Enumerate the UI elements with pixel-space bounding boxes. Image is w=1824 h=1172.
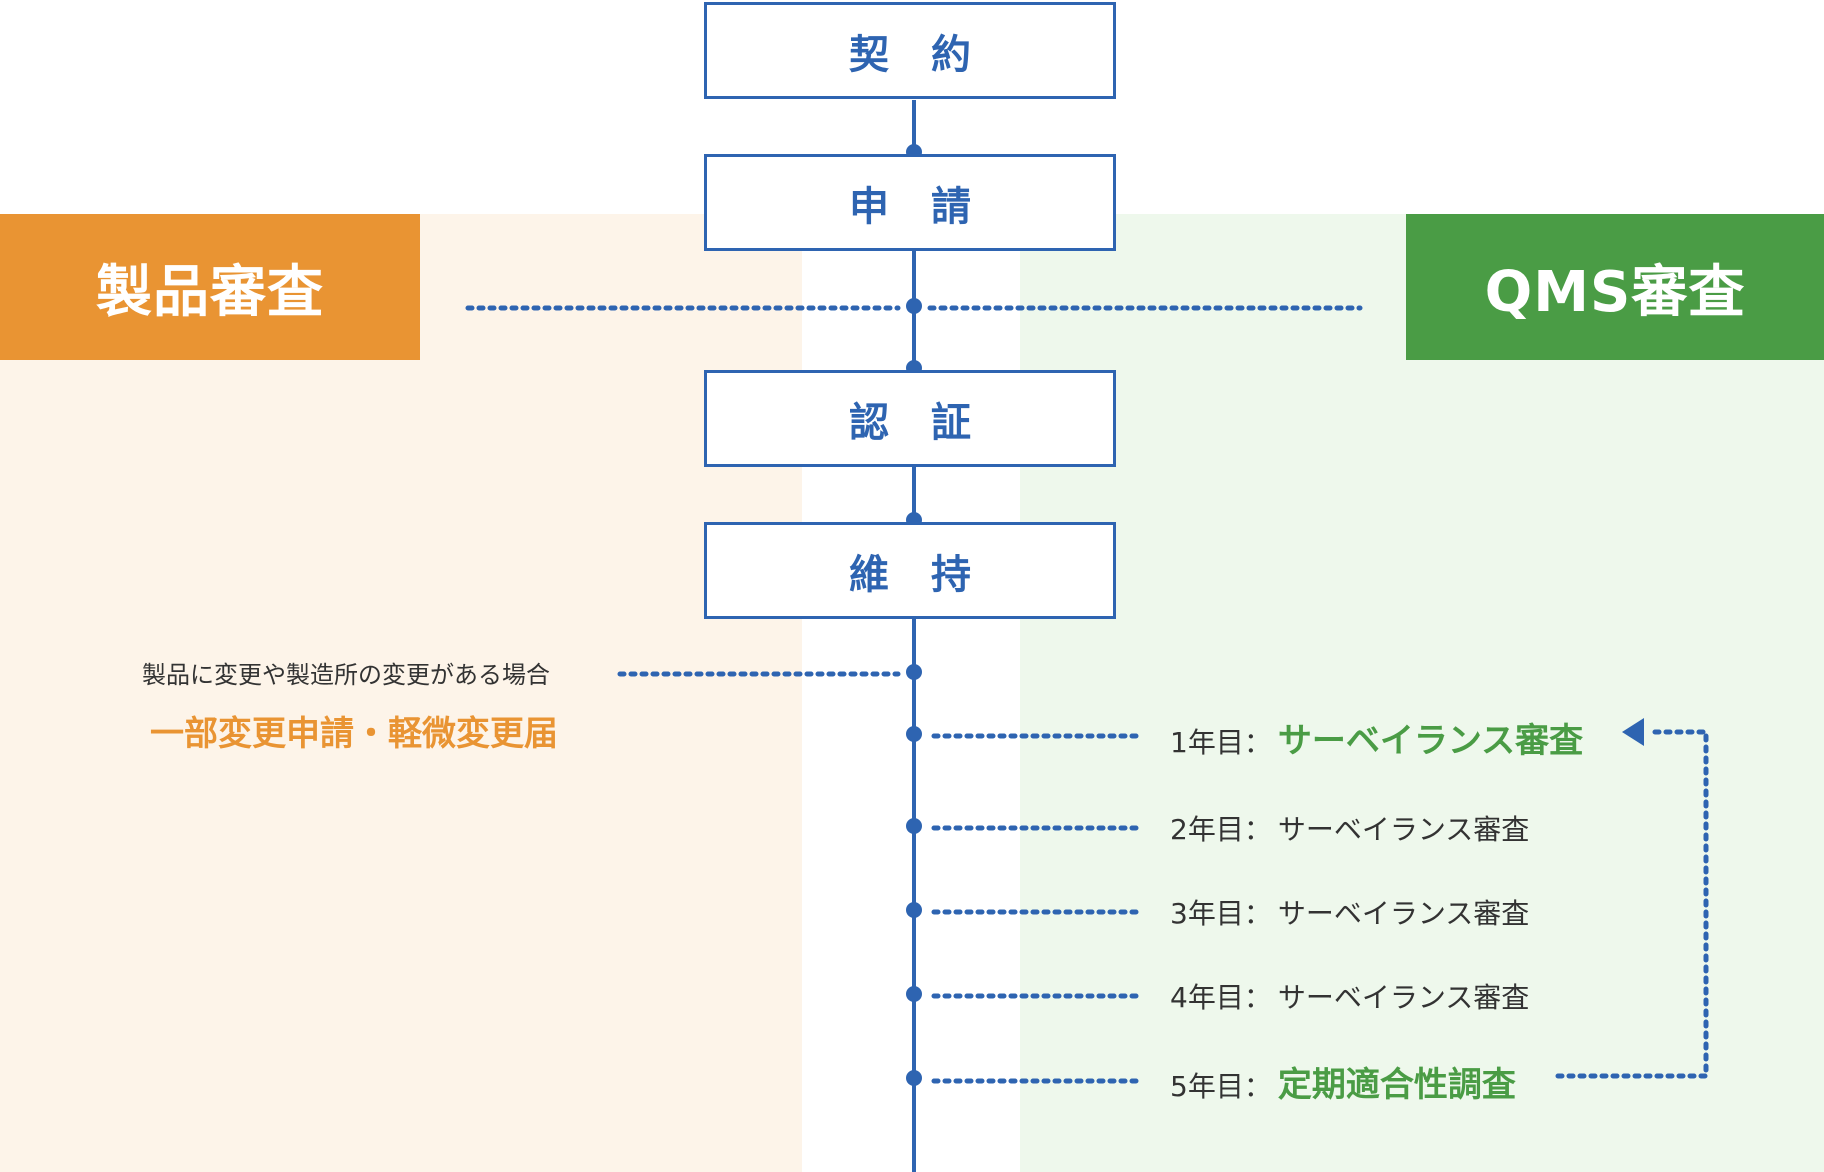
qms-review-header: QMS審査 (1406, 214, 1824, 360)
step-contract: 契 約 (704, 2, 1116, 99)
cycle-loop-line (1555, 729, 1709, 1079)
timeline-dot (906, 902, 922, 918)
year-activity: 定期適合性調査 (1277, 1065, 1516, 1105)
year-activity: サーベイランス審査 (1277, 897, 1530, 930)
year-label: 3年目： (1170, 897, 1272, 930)
year-label: 1年目： (1170, 726, 1272, 759)
timeline-dot (906, 298, 922, 314)
step-maintenance: 維 持 (704, 522, 1116, 619)
change-condition-note: 製品に変更や製造所の変更がある場合 (142, 661, 550, 689)
step-certification: 認 証 (704, 370, 1116, 467)
timeline-dot (906, 818, 922, 834)
timeline-dot (906, 726, 922, 742)
product-review-background (0, 214, 802, 1172)
year-label: 5年目： (1170, 1070, 1272, 1103)
product-review-header: 製品審査 (0, 214, 420, 360)
year-3-row: 3年目：サーベイランス審査 (1170, 892, 1529, 932)
step-application: 申 請 (704, 154, 1116, 251)
change-application-label: 一部変更申請・軽微変更届 (150, 714, 558, 754)
timeline-dot (906, 664, 922, 680)
timeline-dot (906, 986, 922, 1002)
qms-review-background (1020, 214, 1824, 1172)
year-label: 2年目： (1170, 813, 1272, 846)
year-2-row: 2年目：サーベイランス審査 (1170, 808, 1529, 848)
cycle-arrowhead (1622, 718, 1644, 746)
year-5-row: 5年目：定期適合性調査 (1170, 1057, 1516, 1106)
year-1-row: 1年目：サーベイランス審査 (1170, 713, 1583, 762)
year-activity: サーベイランス審査 (1277, 981, 1530, 1014)
timeline-dot (906, 1070, 922, 1086)
year-activity: サーベイランス審査 (1277, 721, 1584, 761)
year-label: 4年目： (1170, 981, 1272, 1014)
year-activity: サーベイランス審査 (1277, 813, 1530, 846)
year-4-row: 4年目：サーベイランス審査 (1170, 976, 1529, 1016)
